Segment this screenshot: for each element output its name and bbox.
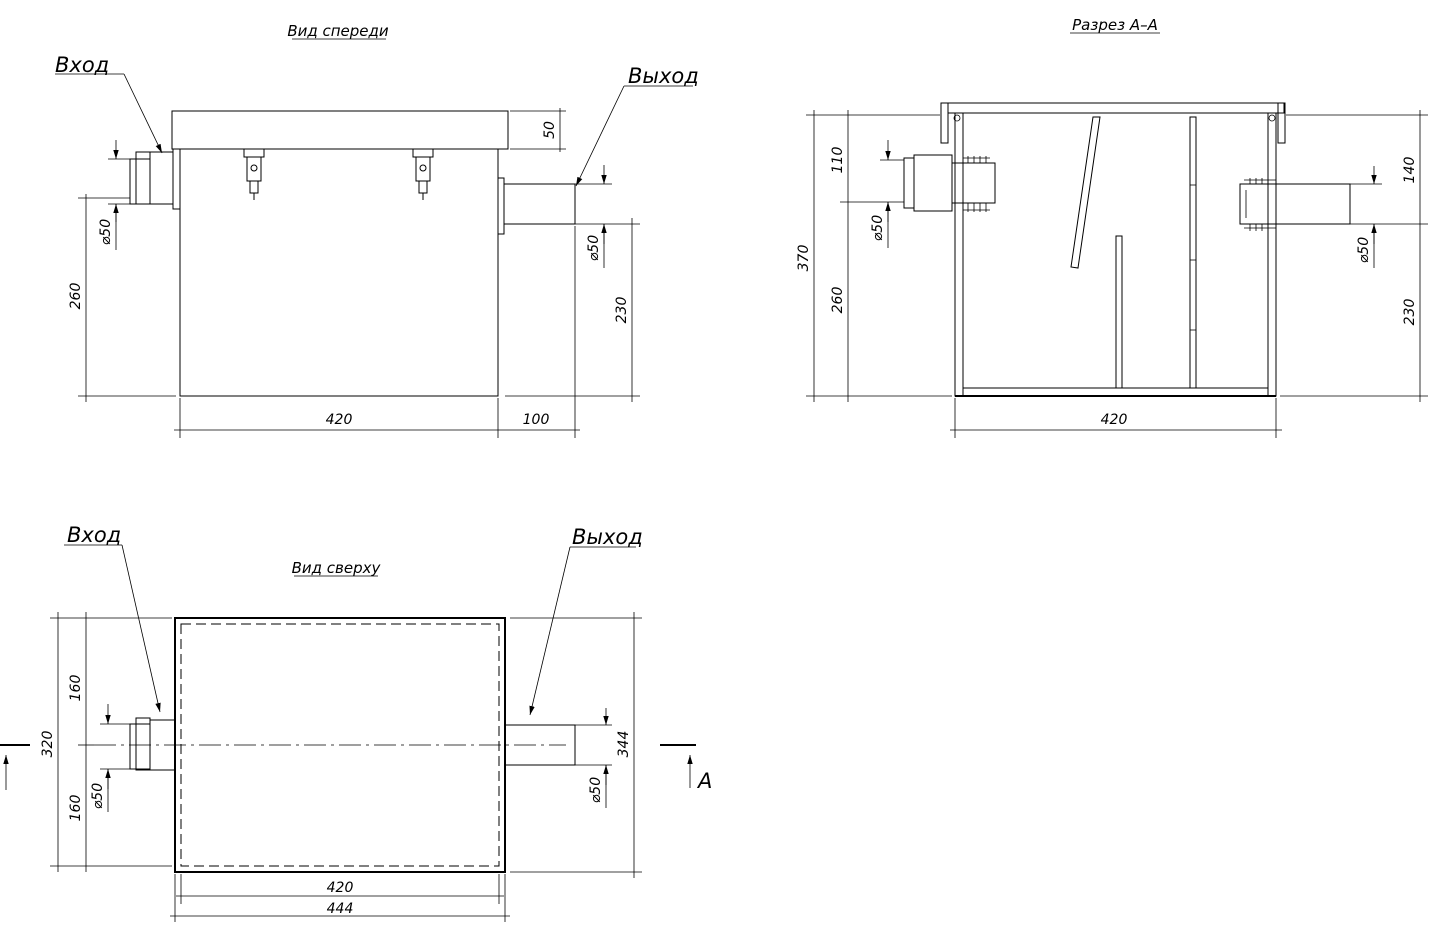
top-dim-outer-length: 444 [327,901,354,917]
section-inclined-baffle [1070,116,1101,269]
section-marker-left [0,744,30,790]
front-dim-body-length: 420 [326,412,353,428]
latch-left [243,148,265,200]
section-inlet-pipe [903,154,996,212]
top-outlet-label: Выход [572,525,643,549]
top-inlet-pipe [129,717,176,771]
front-dim-inlet-dia: ⌀50 [98,219,114,245]
front-inlet-pipe [129,148,181,210]
front-view-title: Вид спереди [287,22,389,40]
front-outlet-pipe [497,177,576,235]
section-view: Разрез А–А [796,16,1428,438]
section-vertical-baffle [1189,116,1197,389]
section-dim-outlet-dia: ⌀50 [1356,237,1372,263]
front-lid [171,110,509,150]
front-dim-lid: 50 [542,121,558,139]
top-inlet-label: Вход [67,523,121,547]
front-inlet-leader [123,73,163,154]
section-dim-outlet-height: 230 [1402,299,1418,326]
section-dim-inlet-height: 260 [830,287,846,314]
front-view: Вид спереди [55,22,699,438]
top-view: Вид сверху Вход Выход 320 160 160 [0,523,712,922]
front-outlet-label: Выход [628,64,699,88]
front-body [179,148,499,397]
section-dim-outlet-offset: 140 [1402,157,1418,184]
section-lid [947,102,1285,114]
section-dim-body-length: 420 [1101,412,1128,428]
front-dim-pipe-length: 100 [523,412,550,428]
latch-right [412,148,434,200]
section-dim-total-height: 370 [796,245,812,272]
top-dim-total-width: 320 [40,731,56,758]
section-marker-right: А [660,744,712,793]
top-view-title: Вид сверху [292,559,382,577]
section-outlet-pipe [1239,178,1351,231]
front-dim-outlet-height: 230 [614,297,630,324]
top-dim-inlet-dia: ⌀50 [90,783,106,809]
section-dim-top-offset: 110 [830,147,846,174]
section-dim-inlet-dia: ⌀50 [870,215,886,241]
top-outlet-leader [529,546,571,716]
section-view-title: Разрез А–А [1072,16,1158,34]
section-lower-baffle [1115,235,1123,389]
top-dim-half-top: 160 [68,675,84,702]
front-dim-inlet-height: 260 [68,283,84,310]
top-dim-outlet-dia: ⌀50 [588,777,604,803]
front-outlet-leader [575,85,625,187]
top-dim-half-bottom: 160 [68,795,84,822]
top-outlet-pipe [504,724,576,766]
section-marker-letter: А [696,769,712,793]
top-inlet-leader [121,544,161,713]
top-dim-inner-length: 420 [327,880,354,896]
front-dim-outlet-dia: ⌀50 [586,235,602,261]
front-inlet-label: Вход [55,53,109,77]
top-dim-outer-width: 344 [616,731,632,758]
